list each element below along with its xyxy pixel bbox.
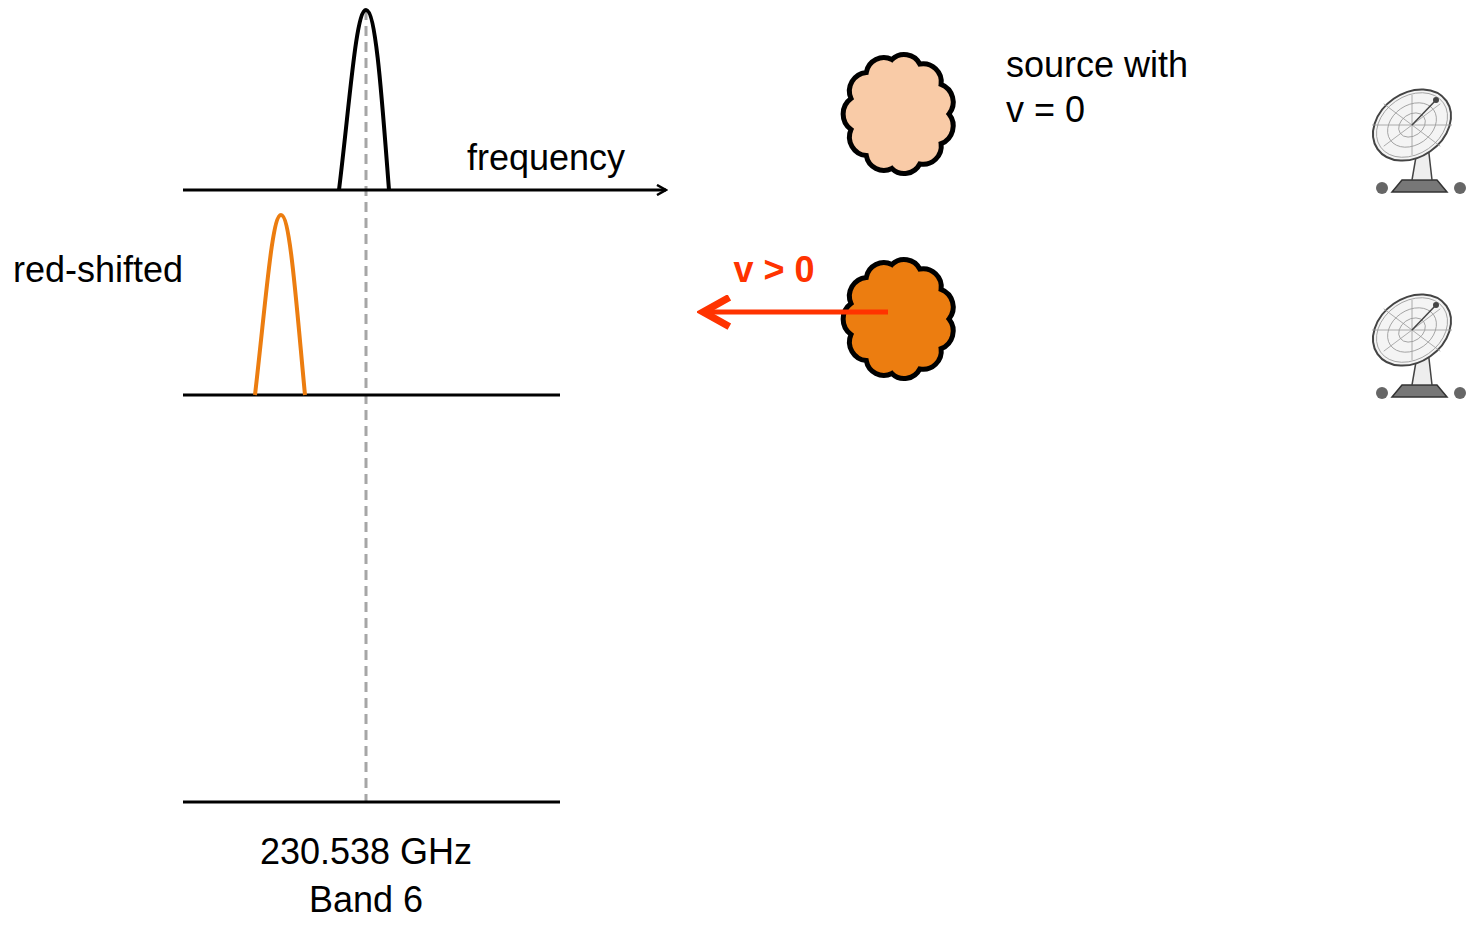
telescope-icon	[1359, 75, 1466, 194]
redshifted-line-profile	[255, 215, 305, 395]
spectrum-axis	[183, 394, 560, 397]
source-cloud	[843, 55, 953, 174]
telescope-icon	[1359, 280, 1466, 399]
node-text: source with v = 0	[1006, 42, 1206, 132]
velocity-arrow	[706, 310, 888, 315]
moving-cloud	[843, 260, 953, 379]
axis-label: frequency	[467, 136, 625, 179]
velocity-label: v > 0	[733, 248, 814, 291]
rest-frequency-line	[365, 10, 368, 802]
spectrum-axis	[183, 801, 560, 804]
frequency-value: 230.538 GHz	[260, 830, 472, 873]
source-label: source with v = 0	[1006, 42, 1206, 136]
band-label: Band 6	[309, 878, 423, 921]
line-profile	[339, 10, 389, 190]
frequency-axis	[183, 189, 666, 192]
shift-label: red-shifted	[13, 248, 183, 291]
